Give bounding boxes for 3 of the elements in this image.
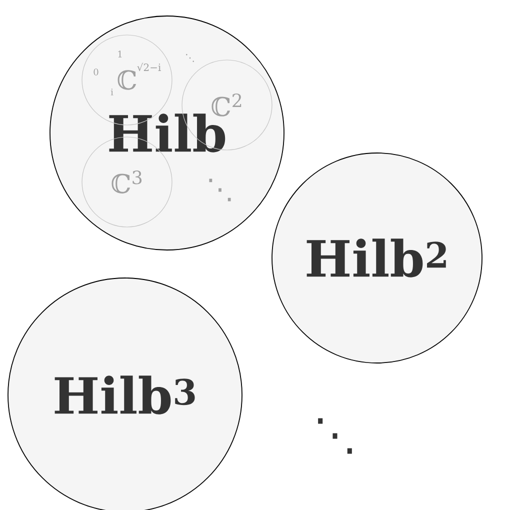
ellipsis: ⋱ bbox=[318, 418, 352, 454]
ellipsis: ⋱ bbox=[186, 54, 194, 62]
ellipsis: ⋱ bbox=[209, 178, 231, 202]
